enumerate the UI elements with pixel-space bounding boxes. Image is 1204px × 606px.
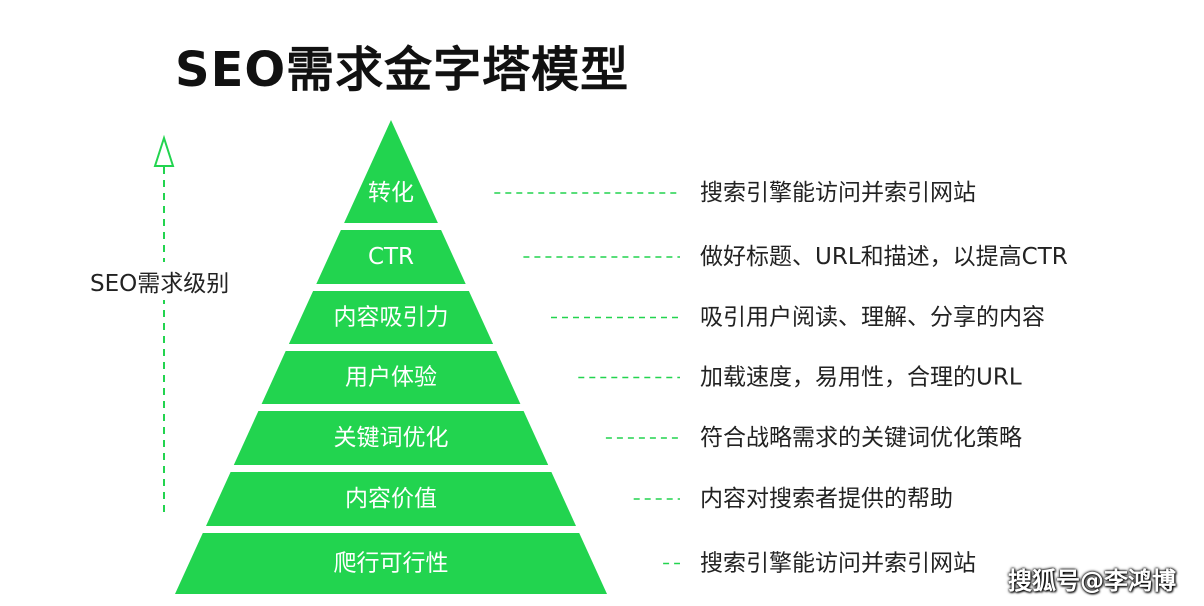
- level-description: 符合战略需求的关键词优化策略: [700, 425, 1022, 451]
- pyramid-band-5: [233, 411, 549, 465]
- level-description: 吸引用户阅读、理解、分享的内容: [700, 305, 1045, 331]
- pyramid-level-label: 转化: [368, 180, 414, 206]
- pyramid-band-4: [261, 351, 521, 404]
- seo-level-axis: [153, 134, 175, 512]
- pyramid-band-2: [316, 230, 466, 284]
- pyramid-level-label: 内容价值: [345, 486, 437, 512]
- level-description: 加载速度，易用性，合理的URL: [700, 365, 1022, 391]
- level-description: 内容对搜索者提供的帮助: [700, 486, 953, 512]
- pyramid-band-3: [288, 291, 494, 344]
- watermark: 搜狐号@李鸿博: [1008, 567, 1176, 595]
- level-description: 搜索引擎能访问并索引网站: [700, 180, 976, 206]
- axis-label: SEO需求级别: [90, 262, 230, 300]
- level-description: 做好标题、URL和描述，以提高CTR: [700, 244, 1068, 270]
- page-title: SEO需求金字塔模型: [175, 42, 630, 98]
- axis-arrow-icon: [153, 134, 175, 167]
- pyramid-level-label: 关键词优化: [334, 425, 449, 451]
- pyramid-level-label: 用户体验: [345, 365, 437, 391]
- pyramid-band-6: [206, 472, 576, 526]
- pyramid-level-label: 爬行可行性: [334, 551, 449, 577]
- pyramid-band-7: [175, 533, 607, 594]
- pyramid-band-1: [344, 120, 438, 223]
- pyramid-level-label: 内容吸引力: [334, 305, 449, 331]
- pyramid-level-label: CTR: [368, 244, 414, 270]
- level-description: 搜索引擎能访问并索引网站: [700, 551, 976, 577]
